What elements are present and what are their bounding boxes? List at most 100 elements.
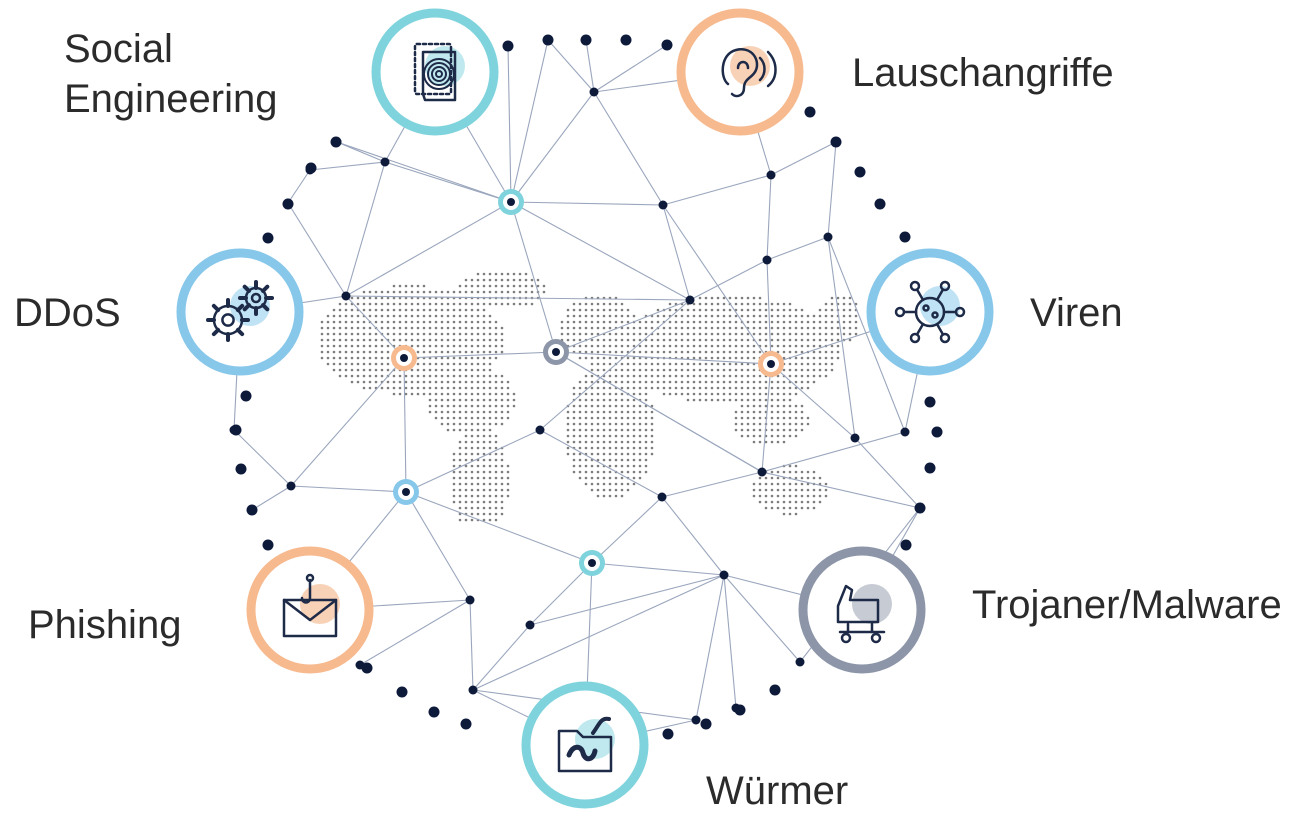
map-dot bbox=[440, 344, 444, 348]
map-dot bbox=[632, 458, 636, 462]
map-dot bbox=[428, 290, 432, 294]
map-dot bbox=[776, 338, 780, 342]
map-dot bbox=[674, 308, 678, 312]
map-dot bbox=[344, 338, 348, 342]
map-dot bbox=[434, 404, 438, 408]
map-dot bbox=[656, 320, 660, 324]
map-dot bbox=[536, 284, 540, 288]
map-dot bbox=[608, 308, 612, 312]
network-node bbox=[766, 170, 776, 180]
map-dot bbox=[806, 380, 810, 384]
map-dot bbox=[356, 350, 360, 354]
network-link bbox=[827, 141, 837, 238]
map-dot bbox=[740, 410, 744, 414]
map-dot bbox=[764, 344, 768, 348]
map-dot bbox=[728, 296, 732, 300]
map-dot bbox=[590, 476, 594, 480]
network-link bbox=[593, 91, 664, 206]
map-dot bbox=[740, 302, 744, 306]
map-dot bbox=[758, 392, 762, 396]
network-link bbox=[405, 491, 593, 564]
map-dot bbox=[338, 332, 342, 336]
map-dot bbox=[746, 332, 750, 336]
map-dot bbox=[398, 374, 402, 378]
map-dot bbox=[374, 350, 378, 354]
map-dot bbox=[626, 362, 630, 366]
map-dot bbox=[590, 314, 594, 318]
map-dot bbox=[434, 356, 438, 360]
map-dot bbox=[446, 326, 450, 330]
map-dot bbox=[464, 332, 468, 336]
map-dot bbox=[644, 398, 648, 402]
map-dot bbox=[428, 410, 432, 414]
threat-icons bbox=[176, 8, 994, 809]
map-dot bbox=[728, 380, 732, 384]
map-dot bbox=[812, 320, 816, 324]
map-dot bbox=[836, 344, 840, 348]
map-dot bbox=[824, 314, 828, 318]
map-dot bbox=[776, 488, 780, 492]
map-dot bbox=[422, 320, 426, 324]
map-dot bbox=[584, 314, 588, 318]
map-dot bbox=[812, 488, 816, 492]
map-dot bbox=[602, 458, 606, 462]
map-dot bbox=[584, 398, 588, 402]
map-dot bbox=[638, 344, 642, 348]
map-dot bbox=[686, 380, 690, 384]
map-dot bbox=[734, 410, 738, 414]
map-dot bbox=[368, 386, 372, 390]
map-dot bbox=[758, 482, 762, 486]
map-dot bbox=[782, 506, 786, 510]
map-dot bbox=[848, 308, 852, 312]
network-link bbox=[403, 351, 557, 359]
map-dot bbox=[476, 494, 480, 498]
map-dot bbox=[692, 326, 696, 330]
map-dot bbox=[332, 362, 336, 366]
map-dot bbox=[494, 512, 498, 516]
map-dot bbox=[488, 278, 492, 282]
map-dot bbox=[482, 494, 486, 498]
map-dot bbox=[620, 494, 624, 498]
map-dot bbox=[818, 476, 822, 480]
map-dot bbox=[698, 374, 702, 378]
map-dot bbox=[464, 350, 468, 354]
map-dot bbox=[794, 404, 798, 408]
map-dot bbox=[410, 386, 414, 390]
network-link bbox=[547, 39, 595, 93]
map-dot bbox=[500, 338, 504, 342]
map-dot bbox=[698, 368, 702, 372]
map-dot bbox=[476, 512, 480, 516]
map-dot bbox=[422, 308, 426, 312]
map-dot bbox=[728, 308, 732, 312]
gears-icon bbox=[206, 280, 274, 342]
map-dot bbox=[590, 362, 594, 366]
map-dot bbox=[488, 284, 492, 288]
map-dot bbox=[458, 362, 462, 366]
map-dot bbox=[668, 338, 672, 342]
gear-tooth bbox=[211, 327, 221, 337]
map-dot bbox=[350, 314, 354, 318]
map-dot bbox=[428, 362, 432, 366]
map-dot bbox=[734, 362, 738, 366]
map-dot bbox=[410, 296, 414, 300]
map-dot bbox=[842, 302, 846, 306]
map-dot bbox=[626, 440, 630, 444]
network-node bbox=[657, 492, 667, 502]
map-dot bbox=[794, 320, 798, 324]
map-dot bbox=[632, 482, 636, 486]
map-dot bbox=[596, 314, 600, 318]
map-dot bbox=[446, 308, 450, 312]
map-dot bbox=[578, 320, 582, 324]
map-dot bbox=[482, 314, 486, 318]
map-dot bbox=[698, 302, 702, 306]
map-dot bbox=[680, 386, 684, 390]
map-dot bbox=[428, 374, 432, 378]
map-dot bbox=[626, 314, 630, 318]
map-dot bbox=[644, 350, 648, 354]
network-nodes bbox=[229, 34, 943, 740]
network-link bbox=[761, 431, 906, 473]
map-dot bbox=[332, 344, 336, 348]
map-dot bbox=[398, 392, 402, 396]
map-dot bbox=[740, 416, 744, 420]
envelope-flap bbox=[282, 598, 338, 622]
